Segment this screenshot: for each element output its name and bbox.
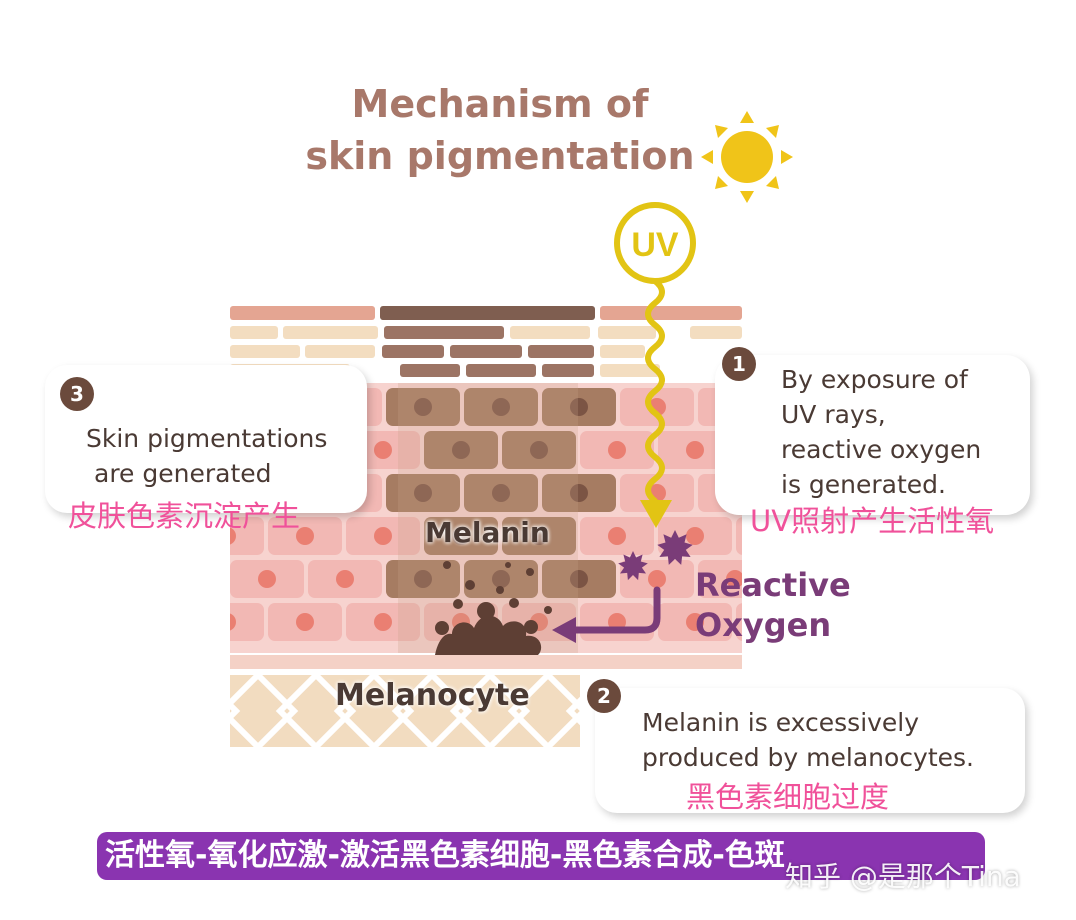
callout-1-line-4: is generated. — [781, 470, 946, 499]
callout-1-line-2: UV rays, — [781, 400, 886, 429]
callout-box-3 — [45, 365, 367, 513]
melanocyte-cell — [435, 561, 552, 655]
signal-arrow — [552, 586, 661, 643]
reactive-oxygen-icon — [618, 530, 693, 581]
basement-layer — [230, 655, 742, 669]
melanin-label: Melanin — [425, 516, 550, 549]
step-badge-2: 2 — [587, 679, 621, 713]
reactive-oxygen-label-2: Oxygen — [695, 606, 832, 644]
uv-label: UV — [631, 226, 679, 264]
callout-box-1 — [715, 355, 1030, 515]
title-line-2: skin pigmentation — [305, 134, 695, 178]
callout-3-chinese: 皮肤色素沉淀产生 — [68, 499, 301, 533]
callout-2-line-2: produced by melanocytes. — [642, 743, 974, 772]
step-badge-3: 3 — [60, 377, 94, 411]
watermark: 知乎 @是那个Tina — [785, 860, 1021, 893]
stratum-corneum — [230, 306, 742, 377]
melanocyte-label: Melanocyte — [335, 678, 530, 713]
reactive-oxygen-label-1: Reactive — [695, 566, 851, 604]
summary-banner: 活性氧-氧化应激-激活黑色素细胞-黑色素合成-色斑 — [97, 832, 985, 880]
callout-box-2 — [595, 688, 1025, 813]
callout-1-chinese: UV照射产生活性氧 — [750, 504, 995, 538]
uv-ray-arrow — [640, 278, 672, 528]
step-badge-1: 1 — [722, 347, 756, 381]
callout-1-line-3: reactive oxygen — [781, 435, 982, 464]
sun-icon — [701, 111, 793, 203]
dermis — [230, 675, 580, 747]
callout-1-line-1: By exposure of — [781, 365, 968, 394]
callout-3-line-1: Skin pigmentations — [86, 424, 328, 453]
callout-2-line-1: Melanin is excessively — [642, 708, 920, 737]
callout-2-chinese: 黑色素细胞过度 — [686, 780, 890, 814]
uv-circle — [614, 202, 696, 284]
title-line-1: Mechanism of — [351, 82, 649, 126]
callout-3-line-2: are generated — [94, 459, 272, 488]
skin-cells — [230, 383, 742, 653]
